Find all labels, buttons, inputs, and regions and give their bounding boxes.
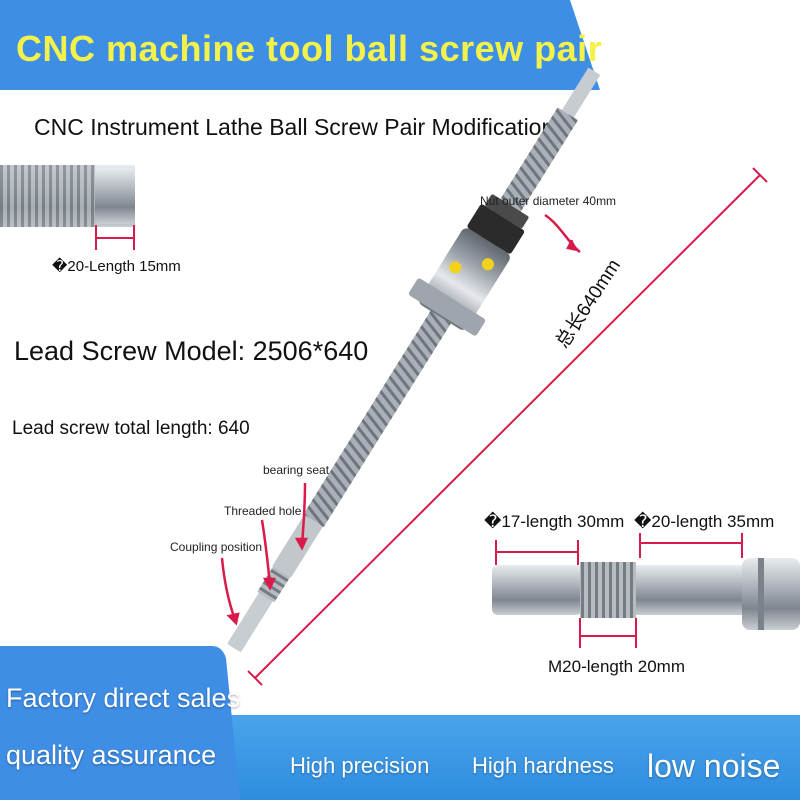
d20-length-label: �20-length 35mm: [634, 512, 775, 531]
m20-length-label: M20-length 20mm: [548, 657, 686, 676]
callout-arrows: [220, 213, 581, 626]
quality-assurance-label: quality assurance: [6, 740, 217, 770]
ball-screw-shaft: [227, 67, 601, 653]
end-dimension-label: �20-Length 15mm: [52, 258, 181, 275]
subtitle: CNC Instrument Lathe Ball Screw Pair Mod…: [34, 114, 555, 140]
feature-high-precision: High precision: [290, 753, 430, 778]
coupling-position-label: Coupling position: [170, 540, 263, 554]
end-journal-detail: [0, 165, 135, 250]
header-banner: [0, 0, 600, 90]
feature-low-noise: low noise: [647, 748, 781, 784]
shaft-end-detail: [492, 533, 800, 648]
threaded-hole-label: Threaded hole: [224, 504, 302, 518]
model-label: Lead Screw Model: 2506*640: [14, 336, 369, 366]
d17-length-label: �17-length 30mm: [484, 512, 625, 531]
nut-diameter-label: Nut outer diameter 40mm: [480, 194, 617, 208]
overall-length-dimension: [247, 167, 768, 686]
total-length-label: Lead screw total length: 640: [12, 418, 250, 439]
footer-left-panel: [0, 646, 240, 800]
page-title: CNC machine tool ball screw pair: [16, 28, 603, 69]
bearing-seat-label: bearing seat: [263, 463, 330, 477]
feature-high-hardness: High hardness: [472, 753, 614, 778]
factory-direct-label: Factory direct sales: [6, 683, 241, 713]
